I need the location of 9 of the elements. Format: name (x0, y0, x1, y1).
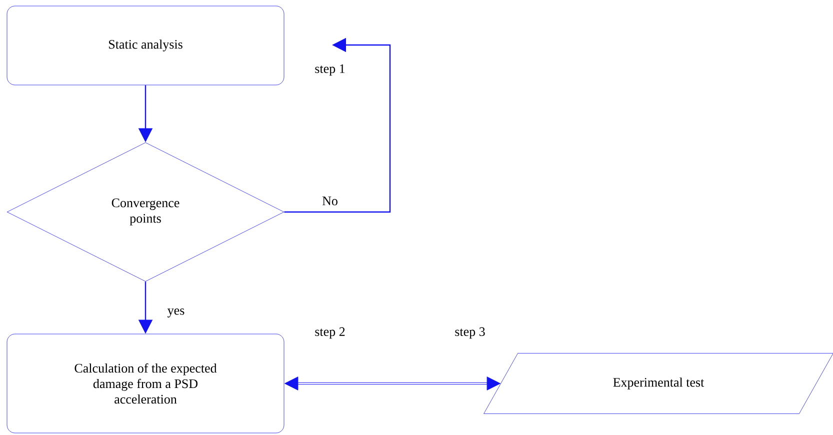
step-label: step 3 (455, 327, 485, 339)
process-box: Static analysis (6, 6, 284, 86)
data-parallelogram: Experimental test (484, 353, 833, 414)
step-label: step 2 (315, 327, 345, 339)
step-label: step 1 (315, 64, 345, 76)
process-box: Calculation of the expected damage from a PSD acceleration (6, 334, 284, 434)
edge-label: yes (166, 308, 186, 318)
edge-label: No (321, 196, 339, 206)
arrow (284, 376, 500, 390)
